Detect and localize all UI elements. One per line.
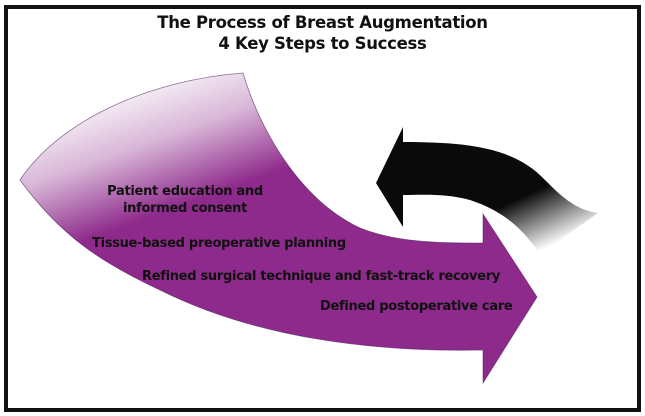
main-arrow-icon xyxy=(19,72,538,385)
step-4-label: Defined postoperative care xyxy=(320,299,513,314)
title-line-2: 4 Key Steps to Success xyxy=(218,34,427,53)
page-title: The Process of Breast Augmentation 4 Key… xyxy=(0,12,645,54)
step-1-line-1: Patient education and xyxy=(107,184,263,199)
step-1-line-2: informed consent xyxy=(122,201,248,216)
step-2-label: Tissue-based preoperative planning xyxy=(92,236,346,251)
title-line-1: The Process of Breast Augmentation xyxy=(157,13,488,32)
step-3-label: Refined surgical technique and fast-trac… xyxy=(142,269,501,284)
return-arrow-body xyxy=(376,127,598,254)
step-1-label: Patient education and informed consent xyxy=(100,183,270,217)
